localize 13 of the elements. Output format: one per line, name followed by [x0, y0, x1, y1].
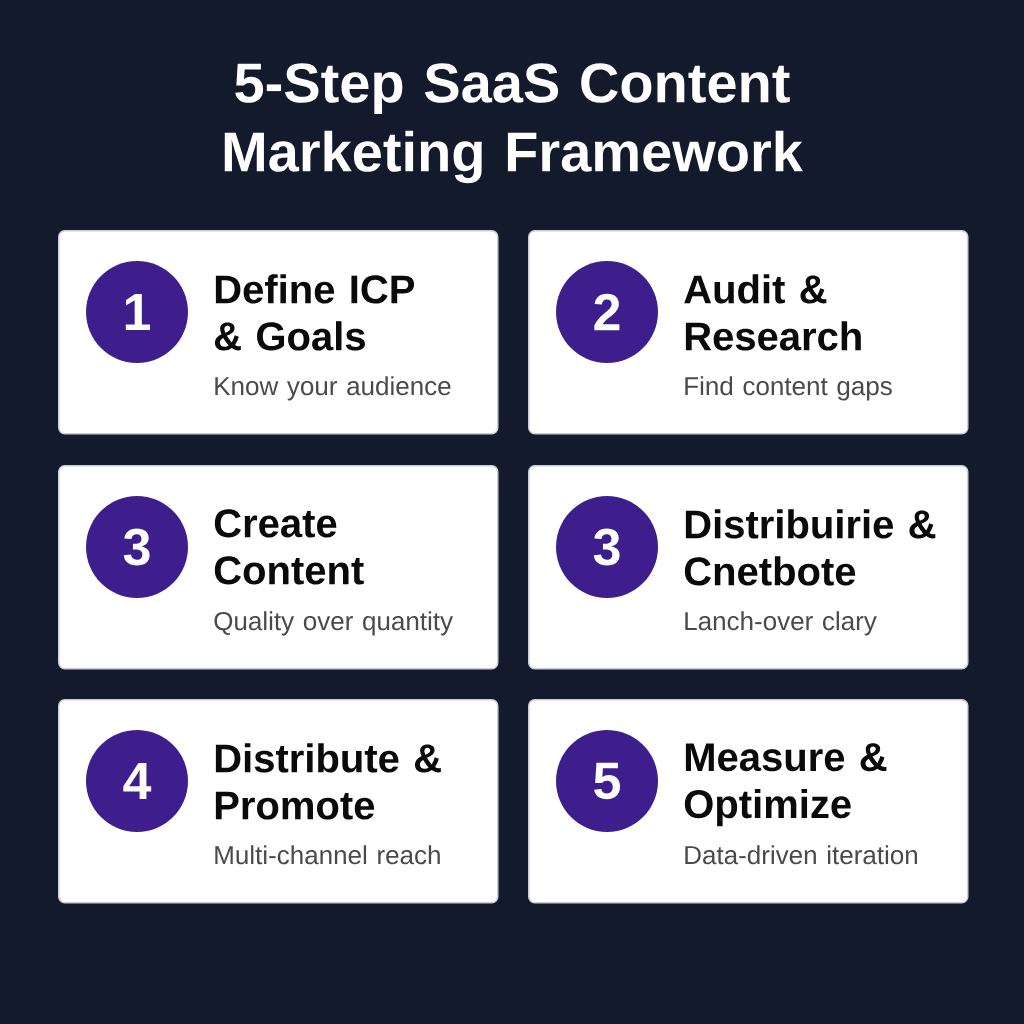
step-description: Know your audience — [215, 376, 451, 401]
diagram-title: 5-Step SaaS Content Marketing Framework — [224, 63, 803, 184]
step-title: Create Content — [214, 509, 364, 585]
step-title: Define ICP & Goals — [214, 274, 415, 351]
step-description: Lanch-over clary — [685, 611, 877, 636]
step-title: Distribuirie & Cnetbote — [684, 509, 936, 586]
step-title: Measure & Optimize — [684, 743, 887, 827]
step-title: Audit & Research — [684, 274, 861, 351]
step-description: Find content gaps — [685, 376, 892, 401]
step-description: Data-driven iteration — [685, 845, 918, 865]
step-title: Distribute & Promote — [215, 743, 441, 820]
step-description: Quality over quantity — [214, 611, 453, 636]
step-description: Multi-channel reach — [215, 845, 440, 865]
